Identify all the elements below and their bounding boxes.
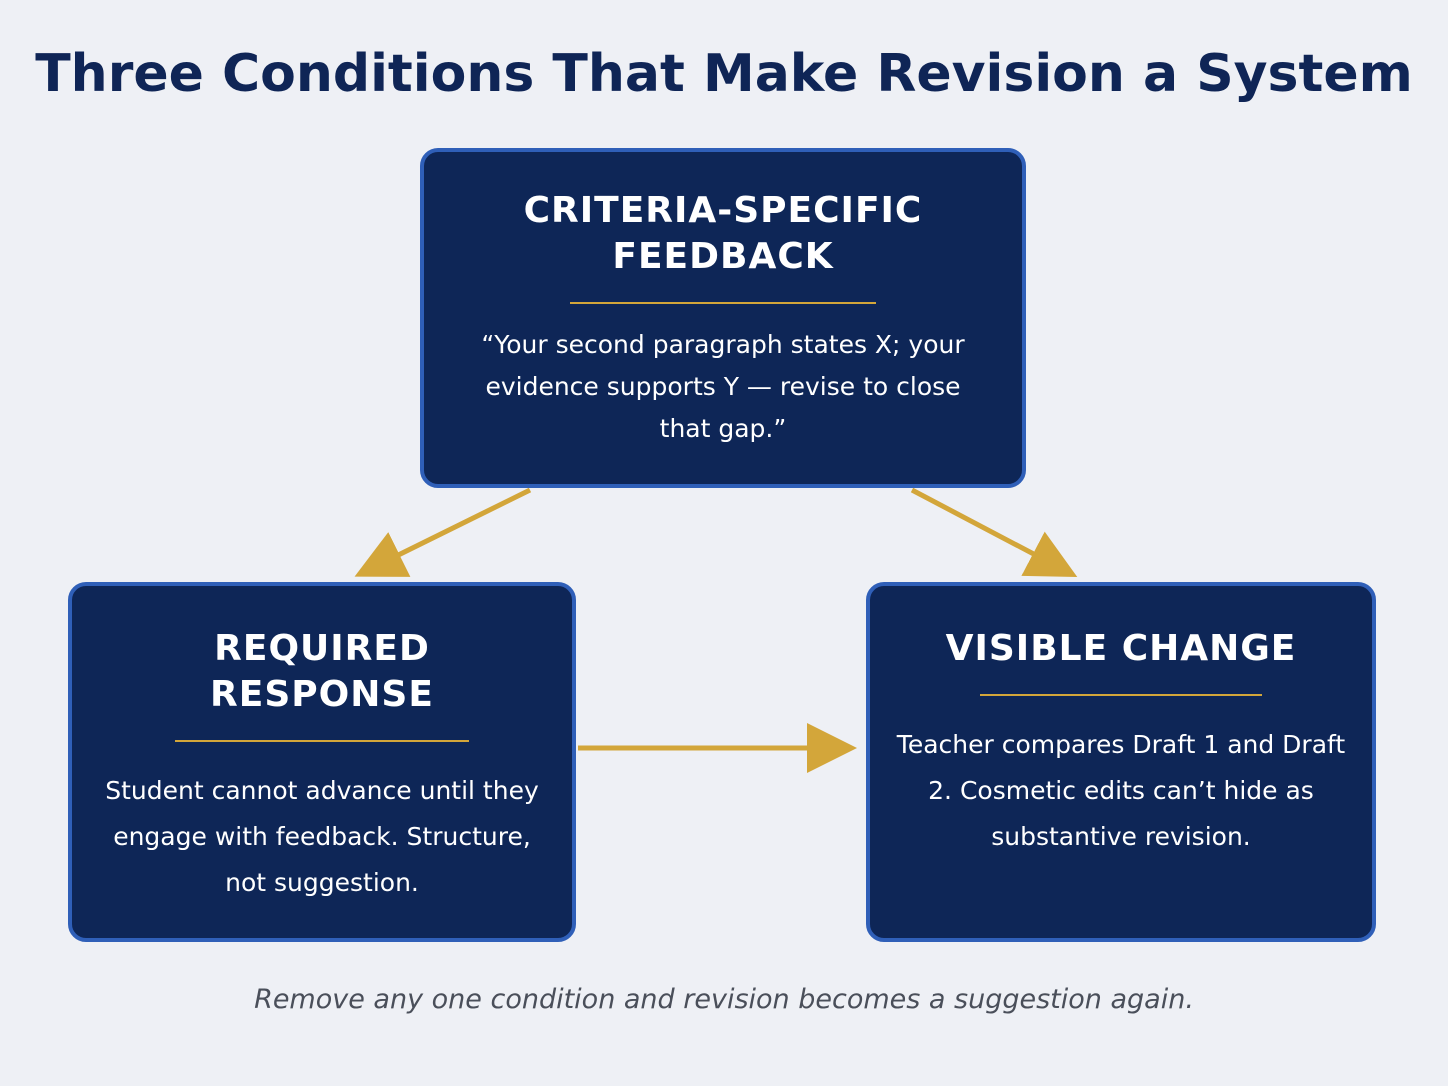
node-heading: REQUIRED RESPONSE (210, 628, 434, 715)
arrow-top-to-right (910, 487, 1078, 577)
node-body: “Your second paragraph states X; your ev… (481, 330, 965, 443)
node-divider (570, 302, 876, 304)
footer-note: Remove any one condition and revision be… (254, 984, 1194, 1015)
node-body: Student cannot advance until they engage… (105, 776, 539, 897)
node-heading: VISIBLE CHANGE (945, 628, 1297, 669)
arrow-top-to-left (354, 487, 532, 577)
diagram-title: Three Conditions That Make Revision a Sy… (35, 44, 1413, 104)
node-required-response: REQUIRED RESPONSE Student cannot advance… (68, 582, 576, 942)
node-criteria-specific-feedback: CRITERIA-SPECIFIC FEEDBACK “Your second … (420, 148, 1026, 488)
node-divider (175, 740, 469, 742)
node-visible-change: VISIBLE CHANGE Teacher compares Draft 1 … (866, 582, 1376, 942)
node-body: Teacher compares Draft 1 and Draft 2. Co… (896, 730, 1346, 851)
node-heading: CRITERIA-SPECIFIC FEEDBACK (523, 190, 923, 277)
node-divider (980, 694, 1262, 696)
